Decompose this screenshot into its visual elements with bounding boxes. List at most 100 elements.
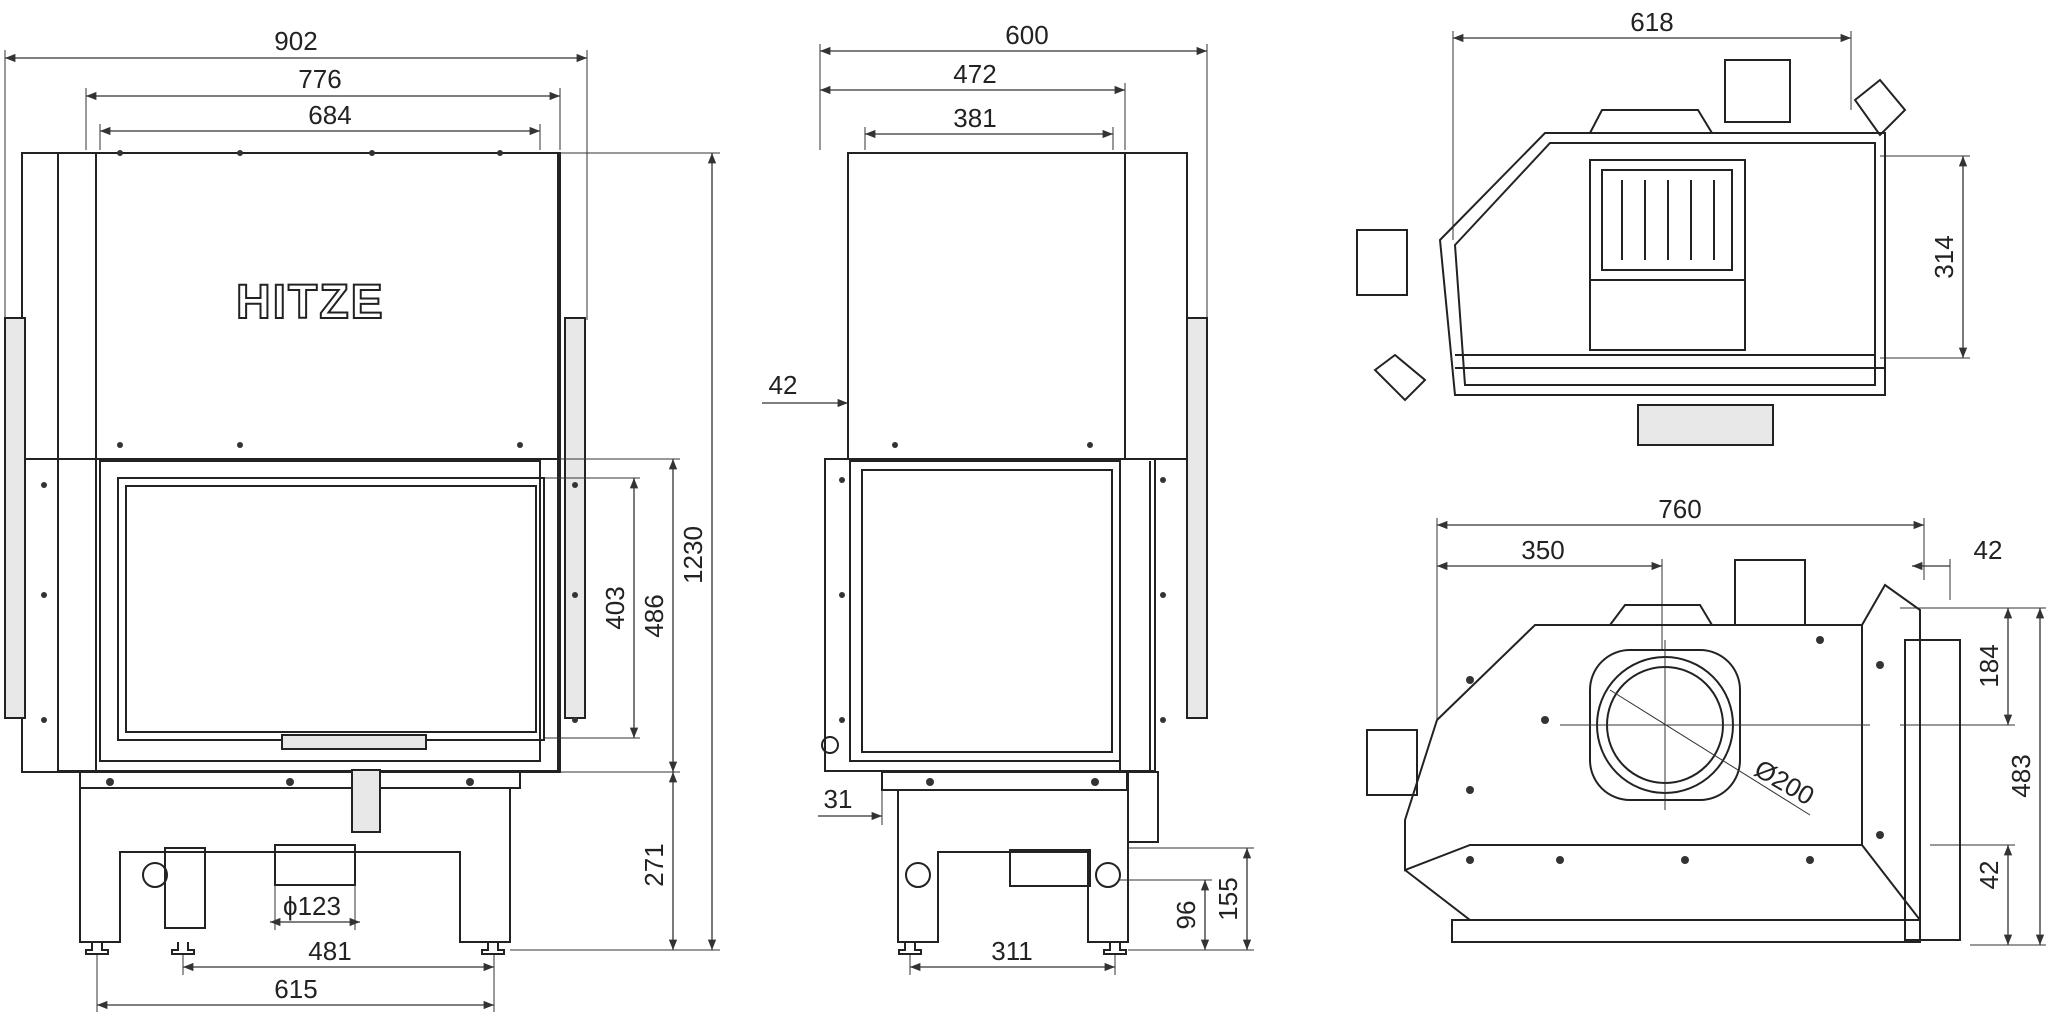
front-stand: [79, 788, 511, 943]
dim-350: 350: [1437, 535, 1663, 660]
side-base-plate: [881, 771, 1128, 791]
dim-label-776: 776: [298, 64, 341, 94]
bottom-base-plate: [1451, 919, 1921, 943]
dim-label-600: 600: [1005, 20, 1048, 50]
dim-label-483: 483: [2006, 754, 2036, 797]
dim-label-618: 618: [1630, 7, 1673, 37]
dim-label-350: 350: [1521, 535, 1564, 565]
top-side-box: [1356, 229, 1408, 296]
dim-label-615: 615: [274, 974, 317, 1004]
dim-phi123: ϕ123: [270, 885, 360, 930]
top-base-grille: [1637, 404, 1774, 446]
dim-486: 486: [560, 458, 680, 773]
dim-483: 483: [1970, 607, 2046, 946]
dim-label-phi200: Ø200: [1749, 753, 1819, 811]
flue-outlet: [1560, 640, 1870, 816]
dim-31: 31: [818, 784, 883, 825]
top-hinge-right: [1853, 78, 1907, 137]
dim-label-403: 403: [600, 586, 630, 629]
dim-42-side: 42: [762, 370, 849, 460]
dim-label-42-top: 42: [1974, 535, 2003, 565]
dim-label-314: 314: [1929, 235, 1959, 278]
dim-184: 184: [1900, 607, 2015, 726]
top-flue-collar: [1589, 109, 1713, 134]
dim-label-472: 472: [953, 59, 996, 89]
side-hood: [847, 152, 1126, 460]
side-air-inlet-left: [905, 862, 931, 888]
front-air-inlet: [142, 862, 168, 888]
front-door-glass: [117, 477, 545, 741]
dim-314: 314: [1880, 155, 1970, 359]
front-handle: [351, 769, 381, 833]
front-outer-frame: [21, 152, 561, 773]
front-door-frame: [99, 460, 541, 762]
dim-label-31: 31: [824, 784, 853, 814]
dim-label-184: 184: [1974, 644, 2004, 687]
svg-text:HITZE: HITZE: [236, 276, 385, 329]
dim-618: 618: [1452, 7, 1852, 240]
front-side-panel-right: [564, 317, 586, 719]
dim-label-486: 486: [639, 594, 669, 637]
dim-403: 403: [545, 477, 640, 739]
dim-615: 615: [96, 955, 495, 1012]
front-foot: [85, 942, 109, 955]
dim-label-481: 481: [308, 936, 351, 966]
dim-42-top: 42: [1912, 535, 2002, 600]
dim-label-311: 311: [991, 936, 1032, 966]
dim-label-phi123: ϕ123: [283, 891, 341, 921]
front-foot: [481, 942, 505, 955]
dim-481: 481: [182, 936, 495, 975]
front-foot: [171, 942, 195, 955]
side-door: [849, 460, 1121, 762]
dim-label-96: 96: [1171, 901, 1201, 930]
dim-902: 902: [4, 26, 588, 320]
bottom-air-box: [1734, 559, 1806, 626]
side-duct-box: [1009, 849, 1091, 887]
side-view: 600 472 381 42: [762, 20, 1254, 975]
dim-label-42-side: 42: [769, 370, 798, 400]
bottom-body-side: [1861, 583, 1921, 923]
side-stand: [897, 790, 1129, 943]
dim-776: 776: [85, 64, 561, 150]
dim-label-760: 760: [1658, 494, 1701, 524]
dim-472: 472: [820, 59, 1126, 150]
bottom-right-view: 760 350 42 184 483 42: [1366, 494, 2046, 946]
dim-381: 381: [864, 103, 1114, 150]
side-foot: [1103, 942, 1127, 955]
dim-271: 271: [639, 772, 678, 950]
side-knob: [821, 736, 839, 754]
front-air-slot: [281, 734, 427, 750]
dim-600: 600: [819, 20, 1208, 320]
front-flue-box: [274, 844, 356, 886]
top-air-box: [1724, 59, 1791, 123]
dim-155: 155: [1128, 847, 1254, 951]
bottom-right-rail: [1904, 639, 1961, 941]
hitze-logo: HITZE: [235, 275, 385, 330]
dim-label-684: 684: [308, 100, 351, 130]
side-lower-body: [824, 458, 1156, 772]
dim-1230: 1230: [510, 152, 720, 951]
bottom-flue-collar: [1609, 604, 1713, 626]
dim-label-42-bottom: 42: [1974, 861, 2004, 890]
front-side-panel-left: [4, 317, 26, 719]
dim-label-155: 155: [1213, 877, 1243, 920]
dim-42-bottom: 42: [1930, 844, 2015, 945]
dim-96: 96: [1120, 879, 1212, 951]
side-air-inlet-right: [1095, 862, 1121, 888]
dim-label-271: 271: [639, 843, 669, 886]
side-foot: [898, 942, 922, 955]
top-right-view: 618 314: [1356, 7, 1970, 446]
bottom-body-outline: [1404, 624, 1863, 872]
dim-760: 760: [1436, 494, 1925, 720]
dim-label-902: 902: [274, 26, 317, 56]
bottom-side-box: [1366, 729, 1418, 796]
top-hinge-left: [1373, 353, 1427, 402]
dim-684: 684: [99, 100, 541, 150]
dim-label-381: 381: [953, 103, 996, 133]
dim-label-1230: 1230: [678, 526, 708, 584]
side-rear-panel: [1186, 317, 1208, 719]
front-base-plate: [79, 771, 521, 789]
top-ash-box: [1589, 279, 1746, 351]
